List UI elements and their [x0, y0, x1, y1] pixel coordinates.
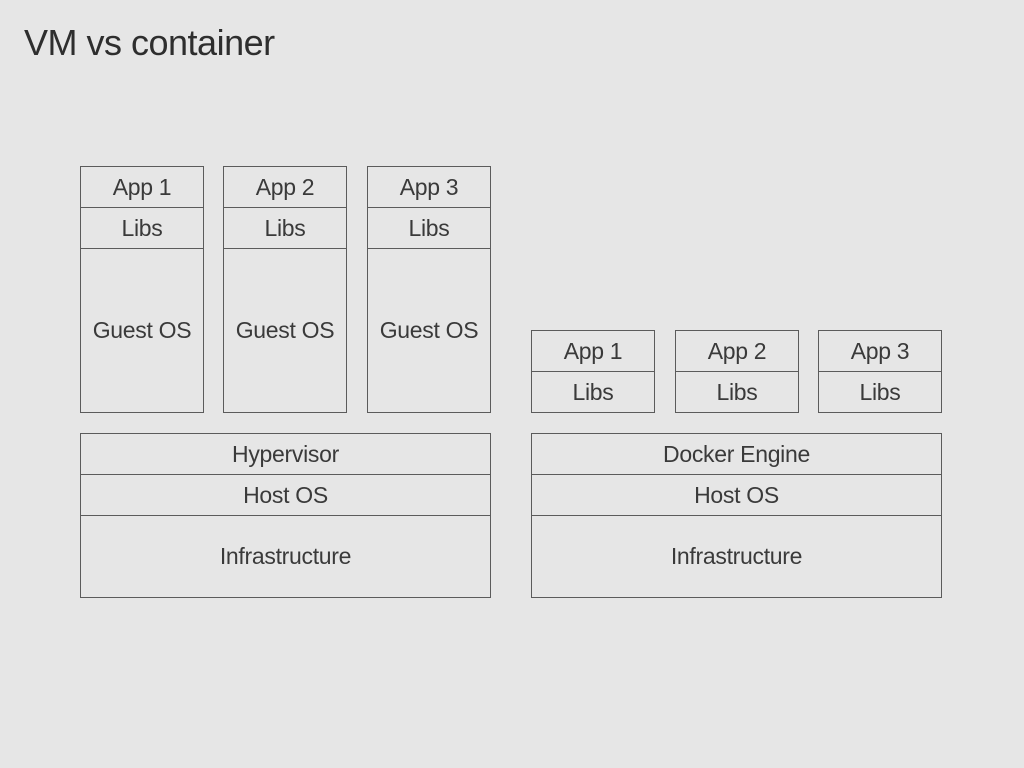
vm-libs-3-box: Libs: [367, 207, 491, 249]
vm-libs-1-box: Libs: [80, 207, 204, 249]
vm-guest-os-1-box: Guest OS: [80, 248, 204, 413]
vm-app-2-box: App 2: [223, 166, 347, 208]
container-host-os-box: Host OS: [531, 474, 942, 516]
container-infrastructure-box: Infrastructure: [531, 515, 942, 598]
vm-libs-2-box: Libs: [223, 207, 347, 249]
vm-app-3-box: App 3: [367, 166, 491, 208]
vm-app-1-box: App 1: [80, 166, 204, 208]
vm-infrastructure-box: Infrastructure: [80, 515, 491, 598]
container-app-1-box: App 1: [531, 330, 655, 372]
container-libs-3-box: Libs: [818, 371, 942, 413]
container-app-3-box: App 3: [818, 330, 942, 372]
docker-engine-box: Docker Engine: [531, 433, 942, 475]
container-libs-2-box: Libs: [675, 371, 799, 413]
vm-host-os-box: Host OS: [80, 474, 491, 516]
container-libs-1-box: Libs: [531, 371, 655, 413]
container-app-2-box: App 2: [675, 330, 799, 372]
page-title: VM vs container: [24, 22, 275, 63]
vm-guest-os-2-box: Guest OS: [223, 248, 347, 413]
hypervisor-box: Hypervisor: [80, 433, 491, 475]
vm-guest-os-3-box: Guest OS: [367, 248, 491, 413]
